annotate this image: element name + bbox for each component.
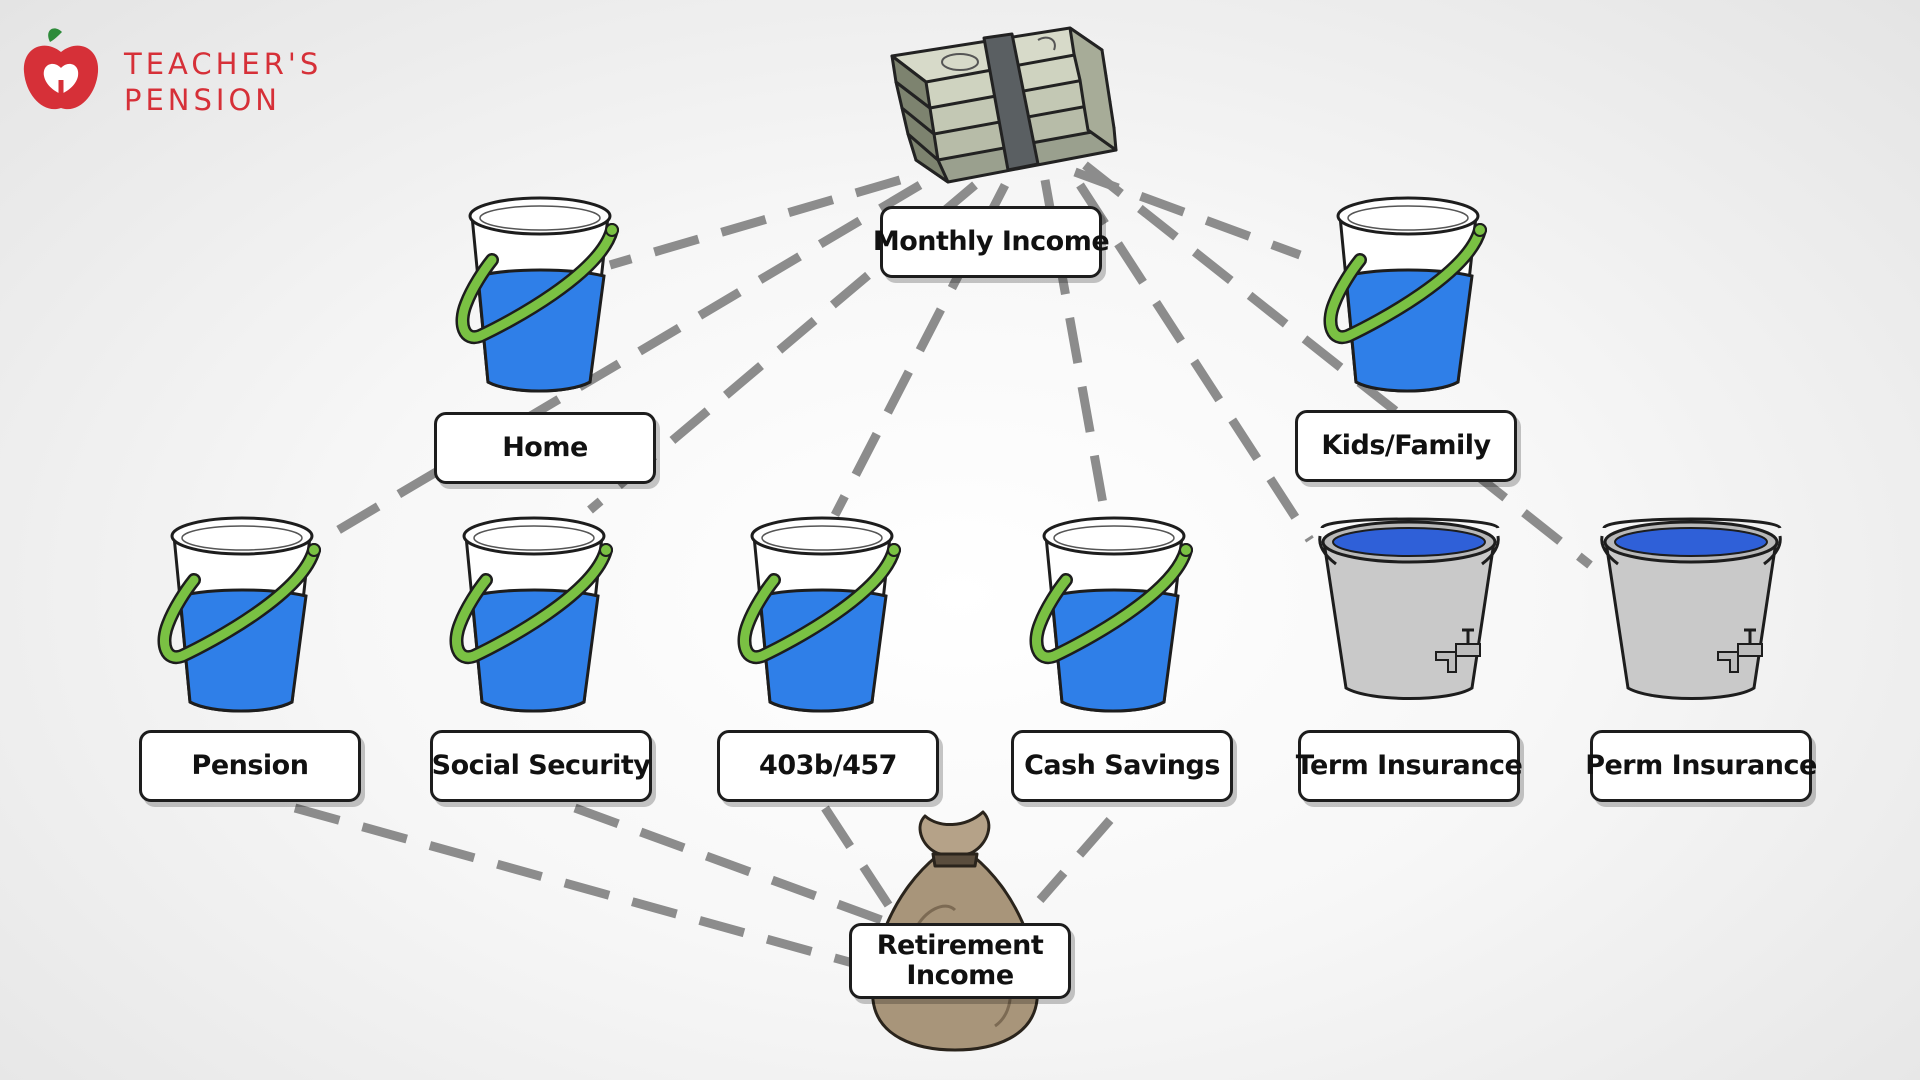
perm-bucket-icon [1600, 517, 1782, 700]
link-money-term [1076, 182, 1314, 543]
link-money-pension [327, 181, 923, 539]
brand-logo: TEACHER'S PENSION [22, 22, 362, 122]
money-stack-icon [890, 26, 1118, 184]
home-bucket-icon [450, 194, 630, 394]
cash-savings-label: Cash Savings [1011, 730, 1233, 802]
apple-icon [23, 28, 99, 110]
link-money-403 [830, 182, 1010, 518]
brand-line2: PENSION [124, 83, 281, 117]
home-label: Home [434, 412, 656, 484]
k403-label: 403b/457 [717, 730, 939, 802]
cash-bucket-icon [1024, 514, 1204, 714]
pension-bucket-icon [152, 514, 332, 714]
social-bucket-icon [444, 514, 624, 714]
link-403-bag [821, 805, 899, 918]
monthly-income-label: Monthly Income [873, 206, 1110, 278]
perm-insurance-label: Perm Insurance [1585, 730, 1817, 802]
k403-bucket-icon [732, 514, 912, 714]
pension-label: Pension [139, 730, 361, 802]
retirement-income-line1: Retirement [876, 930, 1044, 961]
brand-line1: TEACHER'S [124, 47, 323, 81]
link-cash-bag [1036, 817, 1114, 903]
social-security-label: Social Security [430, 730, 652, 802]
kids-bucket-icon [1318, 194, 1498, 394]
term-bucket-icon [1318, 517, 1500, 700]
retirement-income-label: Retirement Income [849, 923, 1071, 999]
link-money-home [608, 175, 902, 270]
link-money-cash [1040, 179, 1110, 516]
link-pension-bag [293, 803, 862, 970]
link-money-perm [1082, 161, 1593, 569]
retirement-income-line2: Income [906, 960, 1014, 991]
term-insurance-label: Term Insurance [1296, 730, 1523, 802]
kids-family-label: Kids/Family [1295, 410, 1517, 482]
link-social-bag [573, 803, 897, 930]
